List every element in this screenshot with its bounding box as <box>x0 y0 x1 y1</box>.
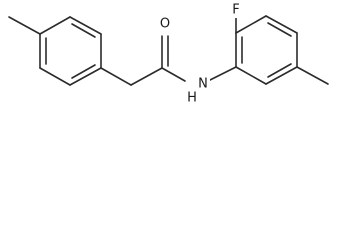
fluoro-methylphenyl-ring-right <box>235 13 329 85</box>
bond <box>39 67 71 86</box>
methyl-bond-left <box>8 16 41 35</box>
double-bond-inner <box>267 63 292 78</box>
double-bond-inner <box>71 23 96 38</box>
bond-ring-to-ch2 <box>100 67 132 86</box>
bond <box>265 15 298 34</box>
double-bond-inner <box>267 22 292 37</box>
bond <box>69 16 102 35</box>
double-bond-inner <box>71 64 96 79</box>
acetamide-linker <box>100 35 237 86</box>
nitrogen-label: N <box>198 77 208 92</box>
atom-labels: O F N H <box>158 2 242 107</box>
fluorine-label: F <box>232 3 239 18</box>
tolyl-ring-left <box>8 16 102 86</box>
oxygen-label: O <box>160 17 170 32</box>
bond <box>235 15 267 34</box>
bond-nitrogen-to-ring <box>207 66 237 82</box>
nh-hydrogen-label: H <box>187 91 197 106</box>
bond-ch2-to-carbonyl <box>130 67 163 86</box>
methyl-bond-right <box>296 66 329 85</box>
bond <box>69 67 102 86</box>
bond <box>265 66 298 85</box>
bond-carbonyl-to-nitrogen <box>161 67 186 82</box>
chemical-structure-diagram: O F N H <box>8 2 329 107</box>
bond <box>235 66 267 85</box>
bond <box>39 16 71 35</box>
